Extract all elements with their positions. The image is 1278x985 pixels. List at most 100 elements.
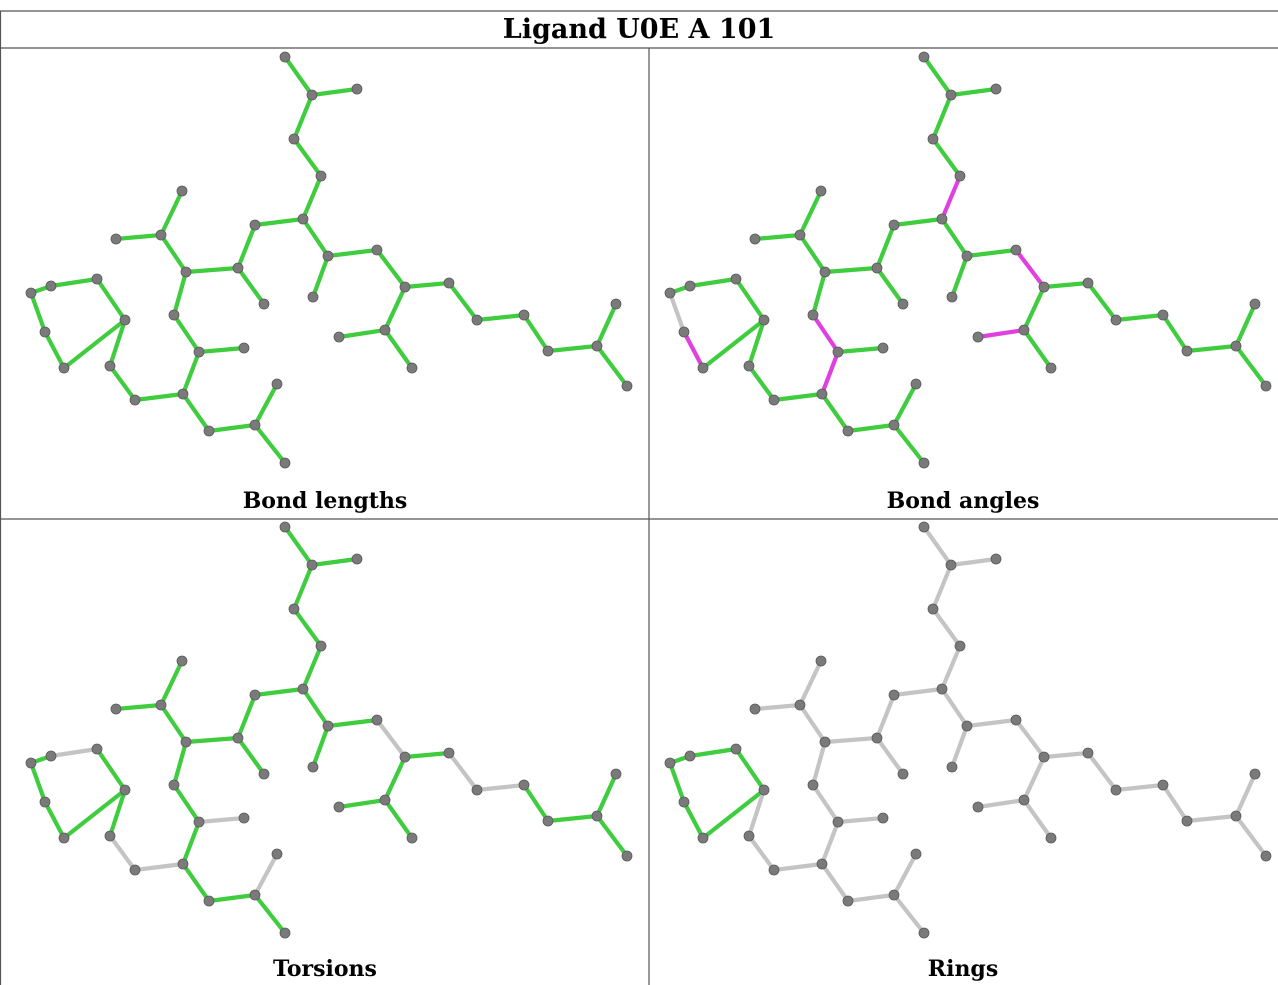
bond-28-22: [891, 686, 945, 698]
bond-15-16: [235, 265, 267, 307]
bond-8-18: [819, 391, 851, 434]
bond-7-8: [132, 391, 186, 403]
bond-19-21: [891, 422, 927, 466]
bond-11-15: [183, 735, 241, 745]
bond-39-40: [1184, 343, 1239, 354]
atom-38: [518, 309, 530, 321]
atom-9: [193, 346, 205, 358]
atom-3: [45, 280, 57, 292]
atom-17: [877, 812, 889, 824]
bond-22-29: [939, 216, 970, 259]
bond-4-5: [733, 276, 767, 323]
atom-28: [888, 689, 900, 701]
bond-6-7: [746, 833, 777, 873]
atom-31: [1010, 714, 1022, 726]
bond-9-17: [196, 815, 247, 825]
bond-36-37: [446, 280, 480, 323]
atom-10: [807, 309, 819, 321]
atom-29: [322, 720, 334, 732]
bond-33-35: [1021, 797, 1054, 841]
bond-33-35: [1021, 327, 1054, 371]
panel-bond-angles: [664, 51, 1272, 469]
atom-7: [768, 864, 780, 876]
atom-42: [621, 380, 633, 392]
atom-34: [972, 801, 984, 813]
atom-36: [443, 277, 455, 289]
atom-23: [315, 170, 327, 182]
bond-40-42: [594, 813, 630, 859]
bond-5-6: [746, 787, 767, 839]
bond-33-35: [382, 797, 415, 841]
bond-1-2: [667, 290, 687, 335]
bond-8-9: [819, 819, 841, 867]
bond-32-36: [1041, 280, 1091, 290]
bond-10-11: [810, 739, 828, 788]
atom-41: [610, 298, 622, 310]
bond-19-20: [891, 851, 919, 898]
bond-25-26: [309, 86, 360, 98]
atom-22: [297, 213, 309, 225]
bond-29-30: [310, 723, 331, 770]
atom-0: [697, 832, 709, 844]
atom-39: [542, 345, 554, 357]
atom-15: [232, 262, 244, 274]
atom-40: [1230, 340, 1242, 352]
bond-5-6: [107, 787, 128, 839]
atom-6: [743, 830, 755, 842]
panel-bond-lengths: [25, 51, 633, 469]
bond-8-18: [180, 391, 212, 434]
atom-4: [730, 743, 742, 755]
atom-6: [743, 360, 755, 372]
atom-42: [1260, 380, 1272, 392]
bond-8-9: [180, 349, 202, 397]
atom-8: [177, 858, 189, 870]
bond-11-15: [183, 265, 241, 275]
bond-25-26: [309, 556, 360, 568]
atom-26: [990, 83, 1002, 95]
bond-5-0: [61, 787, 128, 841]
atom-9: [193, 816, 205, 828]
atom-3: [684, 750, 696, 762]
atom-33: [1018, 324, 1030, 336]
bond-38-39: [1160, 782, 1190, 824]
atom-8: [816, 858, 828, 870]
atom-2: [25, 287, 37, 299]
atom-17: [238, 812, 250, 824]
atom-15: [232, 732, 244, 744]
caption-bond-angles: Bond angles: [887, 488, 1040, 514]
bond-40-41: [594, 301, 619, 349]
atom-21: [279, 457, 291, 469]
atom-35: [406, 362, 418, 374]
bond-23-24: [930, 136, 963, 179]
atom-1: [39, 326, 51, 338]
bond-11-12: [158, 702, 189, 745]
atom-15: [871, 262, 883, 274]
bond-18-19: [206, 892, 258, 904]
bond-9-10: [171, 312, 202, 355]
atom-5: [119, 314, 131, 326]
atom-22: [936, 683, 948, 695]
atom-24: [927, 603, 939, 615]
atom-30: [307, 761, 319, 773]
bond-12-14: [797, 658, 824, 708]
bond-25-27: [921, 54, 954, 98]
atom-13: [110, 703, 122, 715]
bond-29-30: [310, 253, 331, 300]
bond-22-29: [300, 686, 331, 729]
bond-4-5: [94, 276, 128, 323]
bond-10-11: [171, 269, 189, 318]
bond-15-28: [874, 692, 897, 741]
bond-6-7: [107, 363, 138, 403]
atom-30: [946, 291, 958, 303]
bond-11-12: [158, 232, 189, 275]
atom-16: [258, 298, 270, 310]
bond-25-27: [282, 524, 315, 568]
bond-25-27: [921, 524, 954, 568]
atom-42: [1260, 850, 1272, 862]
bond-8-18: [180, 861, 212, 904]
bond-19-20: [252, 381, 280, 428]
atom-24: [288, 603, 300, 615]
atom-18: [203, 425, 215, 437]
atom-38: [1157, 779, 1169, 791]
